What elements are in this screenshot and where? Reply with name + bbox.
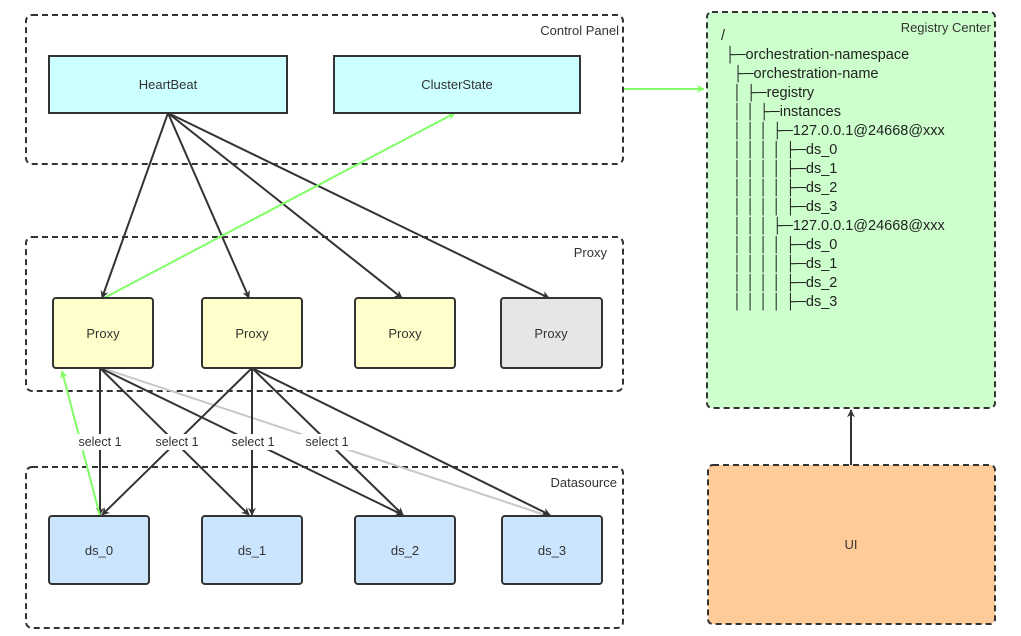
tree-line: ├─orchestration-name (733, 64, 878, 83)
edge-heartbeat-proxy3 (167, 112, 403, 299)
tree-line: │ │ │ │ ├─ds_0 (733, 140, 837, 159)
datasource-node: ds_2 (354, 515, 456, 585)
tree-line: │ │ │ │ ├─ds_1 (733, 254, 837, 273)
heartbeat-node: HeartBeat (48, 55, 288, 114)
proxy-node: Proxy (201, 297, 303, 369)
tree-line: │ │ │ │ ├─ds_3 (733, 197, 837, 216)
proxy-node-inactive: Proxy (500, 297, 603, 369)
cluster-state-label: ClusterState (421, 77, 493, 92)
datasource-label: ds_2 (391, 543, 419, 558)
datasource-group-title: Datasource (551, 475, 617, 490)
proxy-label: Proxy (388, 326, 422, 341)
heartbeat-label: HeartBeat (139, 77, 198, 92)
datasource-node: ds_1 (201, 515, 303, 585)
registry-center-group: Registry Center / ├─orchestration-namesp… (706, 11, 996, 409)
datasource-label: ds_1 (238, 543, 266, 558)
tree-line: │ │ ├─instances (733, 102, 841, 121)
datasource-label: ds_3 (538, 543, 566, 558)
edge-proxy2-ds3 (251, 367, 551, 516)
ui-label: UI (845, 537, 858, 552)
tree-line: / (721, 28, 726, 44)
datasource-label: ds_0 (85, 543, 113, 558)
control-panel-group: Control Panel (25, 14, 624, 165)
control-panel-title: Control Panel (540, 23, 619, 38)
select-label: select 1 (155, 435, 198, 449)
registry-tree: / ├─orchestration-namespace ├─orchestrat… (721, 28, 946, 311)
edge-heartbeat-proxy4 (167, 112, 550, 299)
tree-line: │ │ │ ├─127.0.0.1@24668@xxx (733, 216, 946, 235)
edges (59, 85, 855, 518)
datasource-node: ds_0 (48, 515, 150, 585)
tree-line: │ │ │ ├─127.0.0.1@24668@xxx (733, 121, 946, 140)
tree-line: │ │ │ │ ├─ds_2 (733, 178, 837, 197)
proxy-group-title: Proxy (574, 245, 608, 260)
tree-line: │ │ │ │ ├─ds_3 (733, 292, 837, 311)
select-label: select 1 (78, 435, 121, 449)
ui-node: UI (707, 464, 996, 625)
edge-heartbeat-proxy2 (167, 112, 250, 299)
tree-line: │ │ │ │ ├─ds_2 (733, 273, 837, 292)
proxy-label: Proxy (235, 326, 269, 341)
tree-line: │ │ │ │ ├─ds_1 (733, 159, 837, 178)
edge-heartbeat-proxy1 (100, 112, 169, 299)
tree-line: │ ├─registry (733, 83, 815, 102)
tree-line: │ │ │ │ ├─ds_0 (733, 235, 837, 254)
proxy-node: Proxy (52, 297, 154, 369)
tree-line: ├─orchestration-namespace (725, 45, 909, 64)
cluster-state-node: ClusterState (333, 55, 581, 114)
proxy-node: Proxy (354, 297, 456, 369)
proxy-label: Proxy (86, 326, 120, 341)
registry-center-title: Registry Center (901, 20, 992, 35)
select-label: select 1 (231, 435, 274, 449)
datasource-group: Datasource (25, 466, 624, 629)
datasource-node: ds_3 (501, 515, 603, 585)
select-label: select 1 (305, 435, 348, 449)
proxy-label: Proxy (534, 326, 568, 341)
edge-labels: select 1 select 1 select 1 select 1 (74, 434, 354, 450)
edge-proxy1-clusterstate (103, 112, 456, 299)
